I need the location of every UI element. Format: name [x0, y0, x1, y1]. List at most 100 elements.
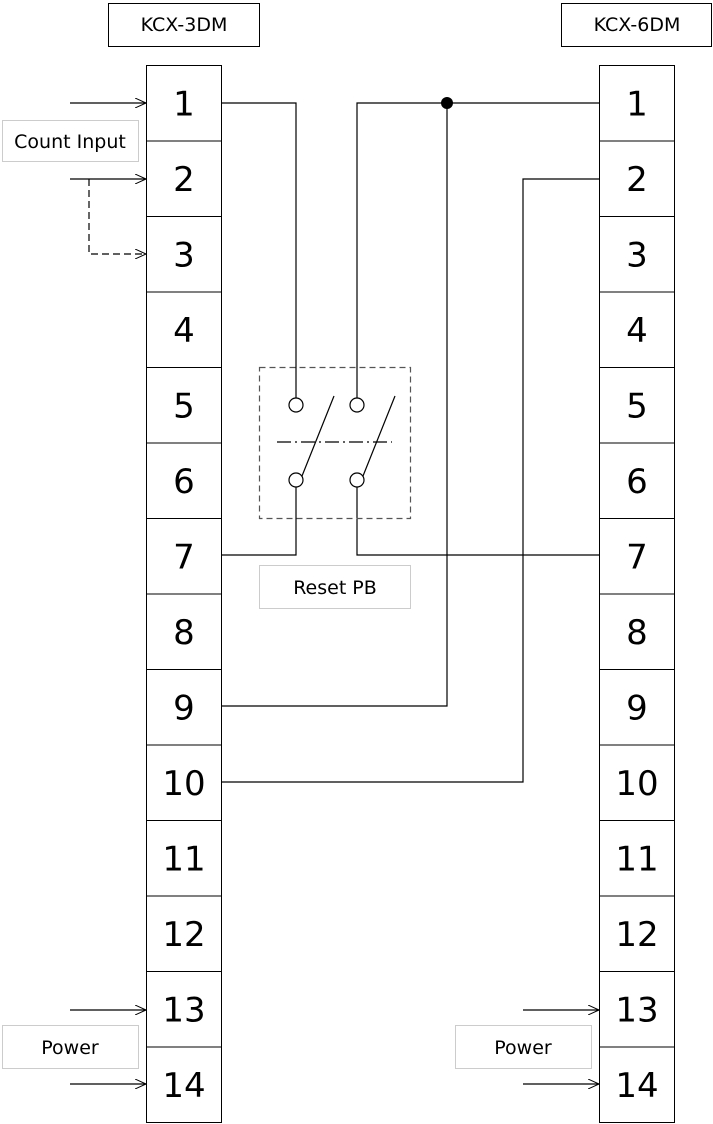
device-name: KCX-3DM — [141, 14, 228, 36]
terminal-2: 2 — [146, 140, 222, 217]
terminal-6: 6 — [599, 442, 675, 519]
terminal-cell — [599, 367, 675, 444]
contact-terminal — [288, 472, 304, 488]
junction-dot — [441, 97, 453, 109]
terminal-8: 8 — [146, 593, 222, 670]
reset-pushbutton-symbol — [258, 366, 412, 520]
wire-3dm-10-to-6dm-2 — [221, 178, 599, 783]
terminal-10: 10 — [599, 744, 675, 821]
terminal-number: 6 — [173, 462, 195, 502]
label-count-input: Count Input — [2, 120, 139, 162]
terminal-number: 8 — [626, 613, 648, 653]
terminal-cell — [146, 140, 222, 217]
terminal-6: 6 — [146, 442, 222, 519]
switch-blade — [362, 395, 396, 477]
terminal-2: 2 — [599, 140, 675, 217]
terminal-cell — [146, 442, 222, 519]
contact-terminal — [349, 397, 365, 413]
terminal-cell — [599, 216, 675, 293]
label-text: Power — [41, 1037, 99, 1059]
terminal-cell — [146, 291, 222, 368]
terminal-number: 13 — [615, 990, 658, 1030]
terminal-cell — [599, 820, 675, 897]
terminal-cell — [146, 216, 222, 293]
contact-terminal — [349, 472, 365, 488]
terminal-cell — [146, 65, 222, 142]
terminal-3: 3 — [146, 216, 222, 293]
terminal-13: 13 — [599, 971, 675, 1048]
terminal-number: 13 — [162, 990, 205, 1030]
label-power-right: Power — [455, 1025, 592, 1069]
terminal-number: 9 — [626, 688, 648, 728]
terminal-cell — [599, 140, 675, 217]
label-text: Reset PB — [293, 577, 377, 599]
terminal-12: 12 — [599, 895, 675, 972]
arrow-count-input-3-dashed — [88, 179, 146, 254]
terminal-11: 11 — [146, 820, 222, 897]
terminal-number: 12 — [162, 915, 205, 955]
terminal-number: 7 — [626, 537, 648, 577]
switch-blade — [301, 395, 335, 477]
terminal-4: 4 — [599, 291, 675, 368]
terminal-number: 7 — [173, 537, 195, 577]
reset-pb-enclosure — [258, 366, 412, 520]
wires — [70, 97, 599, 1084]
terminal-cell — [599, 442, 675, 519]
terminal-cell — [599, 593, 675, 670]
terminal-3: 3 — [599, 216, 675, 293]
wire-3dm-1-to-reset-a — [221, 102, 297, 398]
terminal-12: 12 — [146, 895, 222, 972]
terminal-number: 14 — [615, 1066, 658, 1106]
terminal-cell — [599, 669, 675, 746]
label-power-left: Power — [2, 1025, 139, 1069]
terminal-number: 3 — [173, 235, 195, 275]
terminal-cell — [599, 744, 675, 821]
terminal-10: 10 — [146, 744, 222, 821]
label-text: Power — [494, 1037, 552, 1059]
terminal-number: 14 — [162, 1066, 205, 1106]
terminal-number: 3 — [626, 235, 648, 275]
wire-reset-b-to-6dm-7 — [356, 487, 599, 556]
terminal-cell — [146, 820, 222, 897]
terminal-number: 2 — [173, 160, 195, 200]
wire-reset-a-to-3dm-7 — [221, 487, 297, 556]
terminal-14: 14 — [599, 1046, 675, 1123]
terminal-9: 9 — [599, 669, 675, 746]
terminal-number: 1 — [173, 84, 195, 124]
terminal-13: 13 — [146, 971, 222, 1048]
contact-terminal — [288, 397, 304, 413]
device-title-kcx-6dm: KCX-6DM — [561, 3, 712, 47]
terminal-cell — [599, 518, 675, 595]
device-title-kcx-3dm: KCX-3DM — [108, 3, 260, 47]
device-name: KCX-6DM — [594, 14, 681, 36]
terminal-14: 14 — [146, 1046, 222, 1123]
terminal-cell — [146, 593, 222, 670]
terminal-cell — [146, 669, 222, 746]
terminal-number: 11 — [162, 839, 205, 879]
terminal-11: 11 — [599, 820, 675, 897]
label-reset-pb: Reset PB — [259, 565, 411, 609]
wire-6dm-1-to-reset-b — [356, 102, 599, 398]
terminal-7: 7 — [599, 518, 675, 595]
terminal-cell — [599, 65, 675, 142]
terminal-number: 8 — [173, 613, 195, 653]
terminal-8: 8 — [599, 593, 675, 670]
terminal-number: 11 — [615, 839, 658, 879]
terminal-cell — [599, 1046, 675, 1123]
terminal-9: 9 — [146, 669, 222, 746]
terminal-cell — [599, 971, 675, 1048]
terminal-5: 5 — [146, 367, 222, 444]
terminal-1: 1 — [599, 65, 675, 142]
terminal-cell — [599, 291, 675, 368]
terminal-number: 5 — [626, 386, 648, 426]
terminal-number: 9 — [173, 688, 195, 728]
terminal-number: 10 — [615, 764, 658, 804]
terminal-number: 4 — [626, 311, 648, 351]
terminal-cell — [146, 744, 222, 821]
terminal-cell — [146, 895, 222, 972]
terminal-cell — [146, 971, 222, 1048]
terminal-number: 6 — [626, 462, 648, 502]
